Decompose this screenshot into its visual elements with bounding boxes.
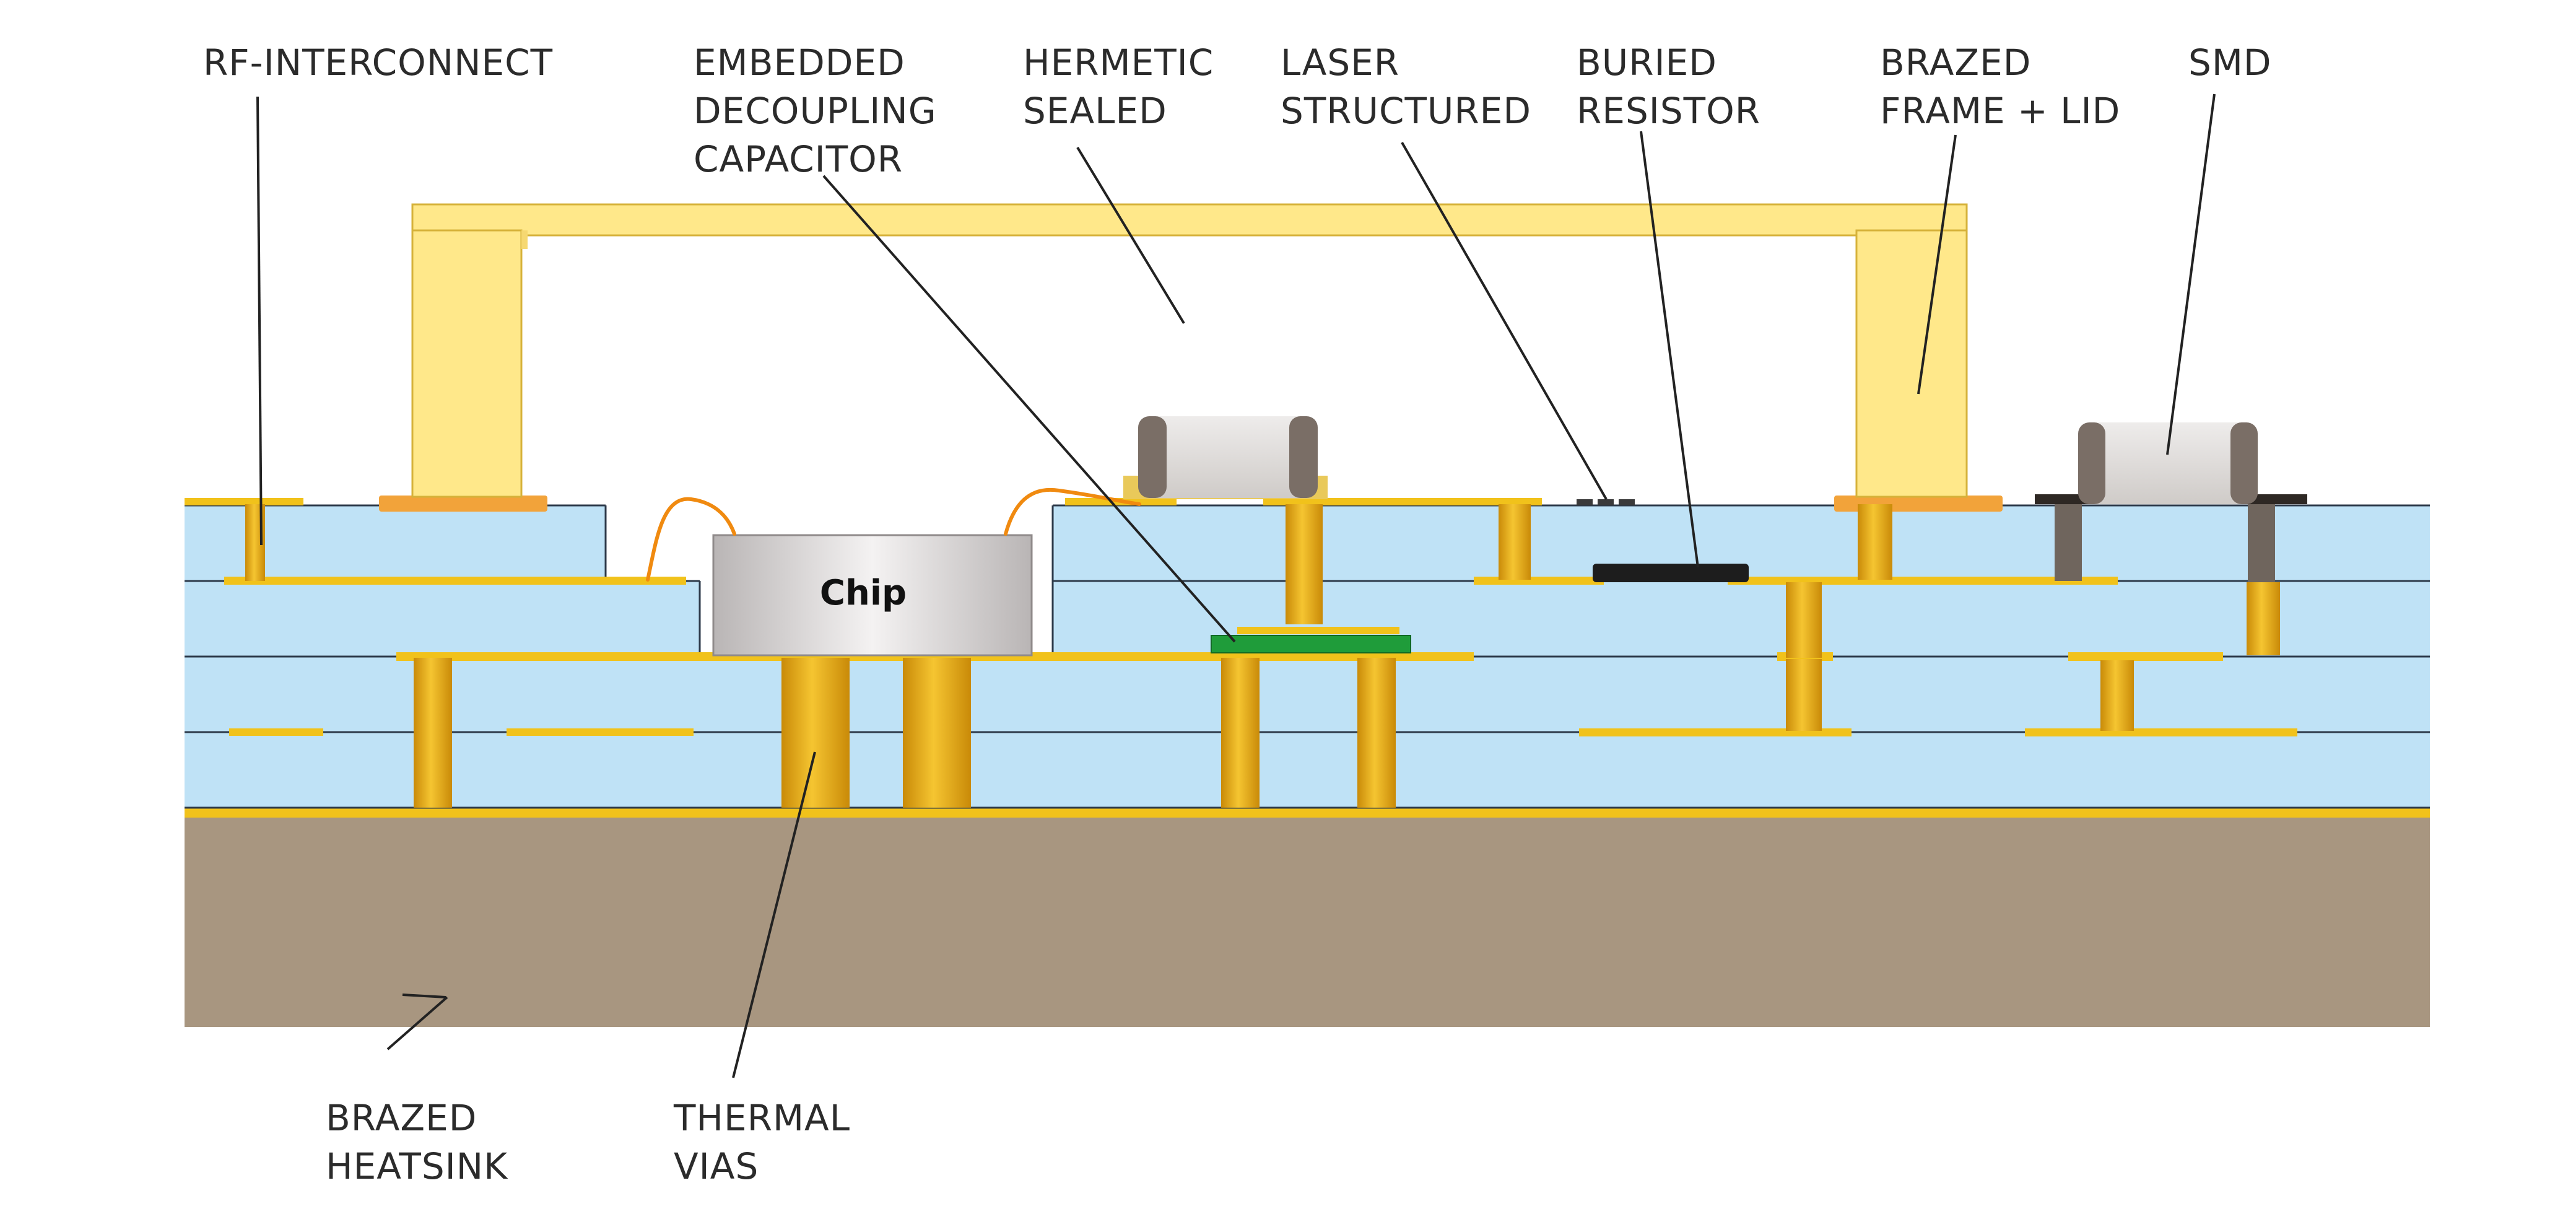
callout-line: EMBEDDED — [694, 41, 905, 84]
brazed-heatsink — [185, 811, 2430, 1027]
brazed-frame-lid — [411, 203, 1968, 498]
callout-brazed-heatsink: BRAZED HEATSINK — [326, 1094, 508, 1190]
dielectric-layer-3 — [185, 657, 2430, 732]
callout-hermetic-sealed: HERMETIC SEALED — [1023, 38, 1214, 135]
callout-line: FRAME + LID — [1880, 90, 2121, 132]
bond-wires — [646, 487, 1141, 582]
callout-brazed-frame-lid: BRAZED FRAME + LID — [1880, 38, 2120, 135]
smd-right-end-l — [2078, 422, 2105, 504]
lid-shadow-left — [521, 230, 528, 249]
callout-line: BRAZED — [326, 1097, 477, 1139]
callout-line: SMD — [2188, 41, 2272, 84]
callout-laser-structured: LASER STRUCTURED — [1281, 38, 1531, 135]
callout-rf-interconnect: RF-INTERCONNECT — [203, 38, 553, 87]
smd-right-end-r — [2230, 422, 2258, 504]
callout-embedded-decoupling-capacitor: EMBEDDED DECOUPLING CAPACITOR — [694, 38, 937, 183]
smd-left-body — [1138, 416, 1318, 498]
smd-right-body — [2078, 422, 2258, 504]
callout-line: SEALED — [1023, 90, 1167, 132]
smd-left-end-r — [1289, 416, 1318, 498]
frame-pad-left — [379, 496, 547, 512]
callout-line: HEATSINK — [326, 1145, 508, 1187]
callout-line: DECOUPLING — [694, 90, 937, 132]
callout-line: VIAS — [674, 1145, 759, 1187]
conductor-traces — [185, 498, 2297, 736]
heatsink-braze-layer — [185, 808, 2430, 818]
callout-smd: SMD — [2188, 38, 2272, 87]
callout-line: CAPACITOR — [694, 138, 903, 180]
embedded-capacitor — [1211, 635, 1411, 653]
dielectric-layer-2-left — [185, 581, 700, 657]
embedded-capacitor-plate — [1237, 627, 1399, 634]
callout-line: HERMETIC — [1023, 41, 1214, 84]
chip-die — [712, 534, 1033, 657]
callout-line: RF-INTERCONNECT — [203, 41, 554, 84]
callout-line: BRAZED — [1880, 41, 2032, 84]
callout-line: BURIED — [1577, 41, 1717, 84]
callout-line: THERMAL — [674, 1097, 851, 1139]
leader-lines — [256, 94, 2216, 1078]
callout-line: RESISTOR — [1577, 90, 1761, 132]
callout-buried-resistor: BURIED RESISTOR — [1577, 38, 1760, 135]
callout-thermal-vias: THERMAL VIAS — [674, 1094, 850, 1190]
callout-line: LASER — [1281, 41, 1400, 84]
callout-line: STRUCTURED — [1281, 90, 1531, 132]
laser-structured-traces — [1577, 499, 1635, 505]
chip-label: Chip — [820, 573, 907, 613]
smd-posts — [2055, 502, 2275, 582]
smd-left-end-l — [1138, 416, 1167, 498]
dielectric-layer-4 — [185, 732, 2430, 808]
buried-resistor — [1593, 564, 1749, 582]
